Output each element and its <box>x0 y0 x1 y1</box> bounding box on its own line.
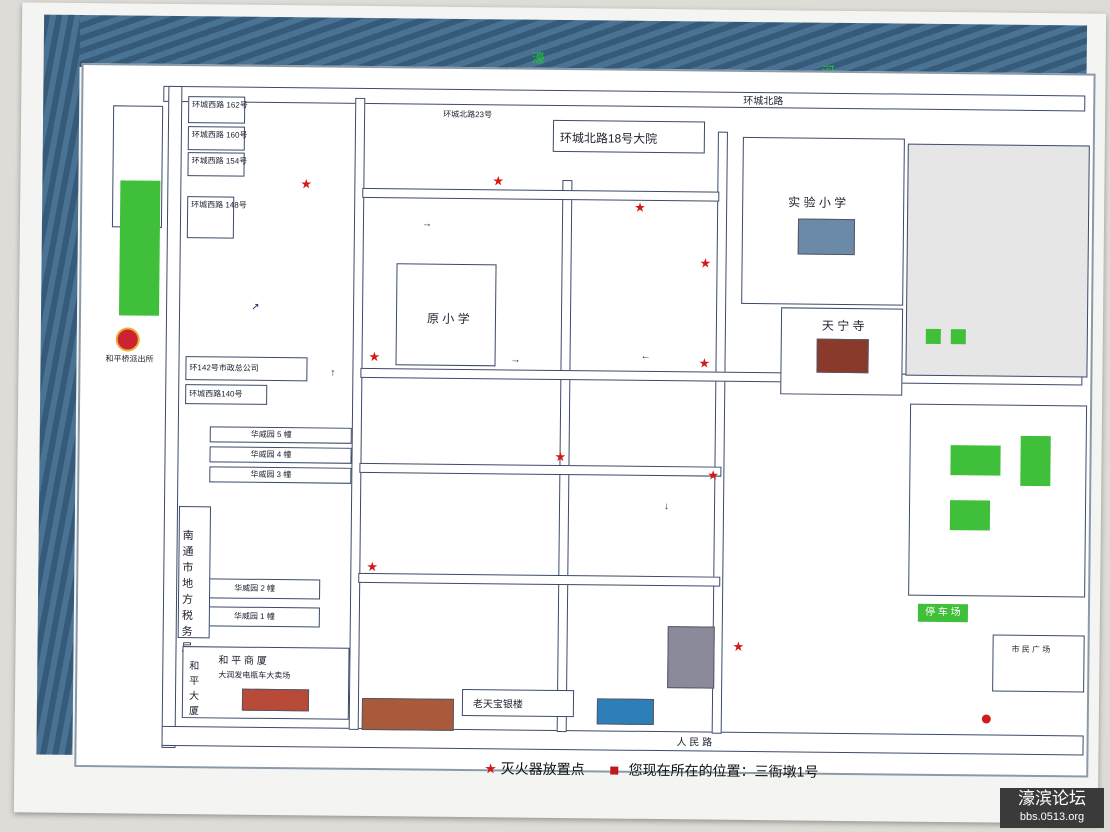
label-huawei3: 华威园 3 幢 <box>250 469 292 480</box>
road-north-label: 环城北路 <box>743 95 784 108</box>
label-yuan-school: 原 小 学 <box>426 311 470 327</box>
photo-tower <box>667 626 715 689</box>
label-west160: 环城西路 160号 <box>191 130 248 140</box>
arrow-icon: ↗ <box>251 301 260 313</box>
label-heping-sub: 大润发电瓶车大卖场 <box>218 670 291 681</box>
block-tax: 南通市地方税务局 <box>177 506 212 654</box>
block-municipal: 环142号市政总公司 <box>185 356 308 382</box>
park-east-a <box>925 328 941 344</box>
label-north23: 环城北路23号 <box>443 109 493 120</box>
star-icon: ★ <box>707 467 720 483</box>
label-west140: 环城西路140号 <box>189 389 243 399</box>
river-left <box>36 14 81 755</box>
label-huawei1: 华威园 1 幢 <box>233 611 275 622</box>
label-huawei2: 华威园 2 幢 <box>234 583 276 594</box>
star-icon: ★ <box>492 173 505 189</box>
road-north <box>163 85 1086 112</box>
label-shiyan-school: 实 验 小 学 <box>788 195 847 210</box>
label-heping: 和 平 商 厦 <box>218 655 267 667</box>
legend-extinguisher-text: 灭火器放置点 <box>500 760 585 778</box>
label-laotianbao: 老天宝银楼 <box>472 699 523 711</box>
label-west162: 环城西路 162号 <box>192 100 248 110</box>
arrow-icon: ↓ <box>663 501 670 513</box>
star-icon: ★ <box>484 760 497 777</box>
label-police: 和平桥派出所 <box>105 354 154 364</box>
block-temple: 天 宁 寺 <box>780 307 904 396</box>
label-west154: 环城西路 154号 <box>191 156 248 166</box>
block-huawei1: 华威园 1 幢 <box>207 606 320 628</box>
legend-location-text: 您现在所在的位置：三衙墩1号 <box>628 761 819 780</box>
block-yuan-school: 原 小 学 <box>395 263 497 367</box>
block-huawei2: 华威园 2 幢 <box>208 578 321 600</box>
photo-mobile <box>596 698 655 725</box>
block-huawei3: 华威园 3 幢 <box>209 466 352 484</box>
road-lower-h <box>359 462 722 477</box>
road-bottom-h <box>358 572 721 587</box>
park-square-c <box>1020 435 1051 487</box>
photo-shiyan <box>797 218 856 256</box>
road-west <box>161 85 183 748</box>
star-icon: ★ <box>699 255 712 271</box>
watermark: 濠滨论坛 bbs.0513.org <box>1000 788 1104 828</box>
label-heping-tower: 和平大厦 <box>188 661 200 718</box>
star-icon: ★ <box>634 199 646 215</box>
block-west154: 环城西路 154号 <box>187 152 247 177</box>
arrow-icon: → <box>510 354 521 366</box>
road-south-label: 人 民 路 <box>676 737 713 749</box>
star-icon: ★ <box>300 176 313 192</box>
block-laotianbao: 老天宝银楼 <box>461 688 575 718</box>
park-west <box>118 180 161 316</box>
star-icon: ★ <box>732 638 745 654</box>
label-municipal: 环142号市政总公司 <box>189 363 259 373</box>
map-area: 环城北路 人 民 路 环城西路 162号 环城西路 160号 环城西路 154号… <box>74 62 1096 778</box>
police-badge-icon <box>115 327 140 352</box>
red-marker-dot <box>981 714 991 724</box>
road-upper-h <box>362 187 720 202</box>
parking-lot: 停 车 场 <box>917 603 969 623</box>
label-west148: 环城西路 148号 <box>191 200 247 210</box>
block-west160: 环城西路 160号 <box>187 126 248 151</box>
legend-extinguisher: ★ 灭火器放置点 <box>484 758 585 779</box>
label-tax: 南通市地方税务局 <box>181 530 194 654</box>
arrow-icon: ↑ <box>330 367 336 379</box>
river-name-a: 濠 <box>531 51 545 67</box>
legend-location: 您现在所在的位置：三衙墩1号 <box>610 760 819 782</box>
photo-shopfront <box>361 697 455 731</box>
block-north18: 环城北路18号大院 <box>552 119 706 154</box>
block-square <box>908 403 1088 598</box>
block-huawei4: 华威园 4 幢 <box>209 446 352 464</box>
star-icon: ★ <box>368 348 381 365</box>
location-square-icon <box>610 766 619 775</box>
arrow-icon: ← <box>640 350 651 362</box>
legend: ★ 灭火器放置点 您现在所在的位置：三衙墩1号 <box>484 755 1044 787</box>
watermark-url: bbs.0513.org <box>1019 811 1085 823</box>
photo-heping <box>241 688 310 712</box>
label-citizen-square: 市 民 广 场 <box>1011 644 1051 655</box>
park-square-a <box>950 445 1001 476</box>
star-icon: ★ <box>554 448 567 465</box>
map-board: 濠 河 环城北路 人 民 路 环城西路 162号 环城西路 160号 环城西路 … <box>13 2 1107 824</box>
park-square-b <box>949 500 991 531</box>
star-icon: ★ <box>366 558 379 575</box>
label-huawei5: 华威园 5 幢 <box>250 429 292 440</box>
label-huawei4: 华威园 4 幢 <box>250 449 292 460</box>
star-icon: ★ <box>698 355 711 371</box>
block-west162: 环城西路 162号 <box>188 96 248 124</box>
label-temple: 天 宁 寺 <box>821 318 865 334</box>
block-citizen-square: 市 民 广 场 <box>992 634 1085 693</box>
road-south <box>161 725 1084 756</box>
watermark-title: 濠滨论坛 <box>1018 789 1086 808</box>
block-huawei5: 华威园 5 幢 <box>209 426 352 444</box>
block-west148: 环城西路 148号 <box>186 196 247 239</box>
block-shiyan-school: 实 验 小 学 <box>741 136 905 306</box>
park-east-b <box>950 329 966 345</box>
arrow-icon: → <box>421 218 433 230</box>
block-west140: 环城西路140号 <box>185 384 268 405</box>
label-north18: 环城北路18号大院 <box>559 130 658 147</box>
photo-temple <box>816 338 869 374</box>
